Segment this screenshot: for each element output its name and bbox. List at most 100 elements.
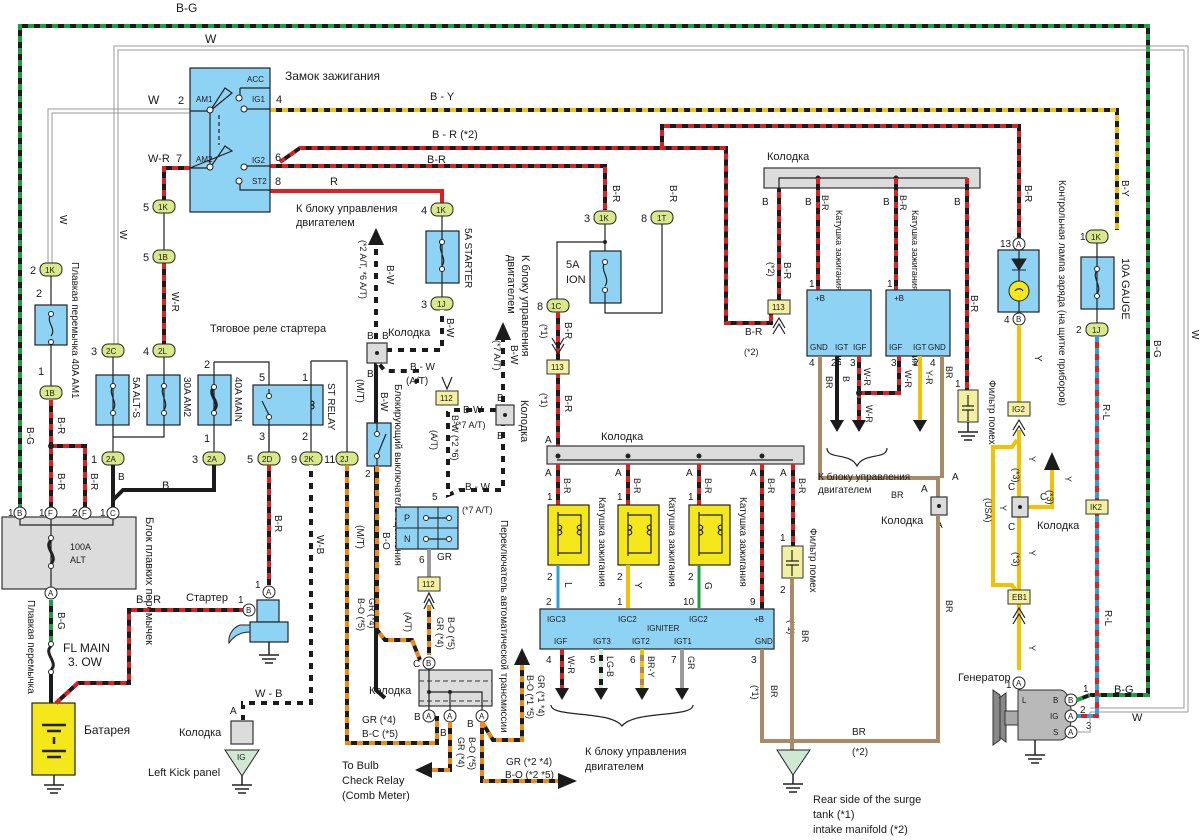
to-ecu-label-1a: К блоку управления	[296, 203, 397, 215]
diagram-label: EB1	[1012, 593, 1028, 602]
diagram-shape	[42, 723, 66, 759]
diagram-label: 3	[192, 454, 198, 466]
wire-to-bulb-check	[430, 722, 452, 772]
diagram-label: B	[1068, 696, 1073, 705]
diagram-label: B	[367, 331, 374, 342]
diagram-label: 1J	[1092, 326, 1100, 335]
wire-label: (*7 A/T)	[455, 420, 486, 430]
pin-acc: ACC	[247, 75, 264, 84]
top-right-connector-bar	[763, 167, 981, 189]
coil-connector-bar	[546, 445, 805, 465]
wire-label: B-R	[968, 295, 979, 312]
wire-label: B - Y	[430, 91, 455, 103]
pin-label: A	[750, 468, 757, 479]
wire-label: B-Y	[1119, 180, 1130, 197]
wire-label: B-R	[1022, 185, 1033, 202]
wire-label: BR	[944, 366, 954, 379]
diagram-shape	[555, 453, 561, 459]
diagram-label: 1	[100, 508, 106, 519]
junction-connector-1: B B B	[366, 331, 389, 380]
diagram-label: 1	[255, 580, 261, 591]
junction-connector-2: B B	[495, 393, 515, 442]
diagram-shape	[423, 591, 435, 610]
wire-label: B-R	[88, 473, 99, 490]
fuse-10a-gauge	[1080, 243, 1115, 323]
diagram-label: A	[479, 712, 485, 721]
diagram-shape	[311, 360, 348, 455]
connector-2c: 2C 3	[91, 343, 125, 358]
diagram-shape	[376, 310, 444, 352]
coil-module-1-label: Катушка зажигания и блок зажигания	[834, 210, 844, 366]
diagram-shape	[480, 722, 560, 783]
noise-filter-1	[781, 545, 804, 579]
diagram-label: GND	[928, 343, 946, 352]
diagram-label: A	[1068, 728, 1074, 737]
diagram-shape	[235, 94, 243, 102]
diagram-label: 8	[641, 213, 647, 225]
wire-label: GR (*4)	[367, 598, 377, 629]
pin-label: A	[48, 589, 54, 598]
diagram-label: A	[1068, 712, 1074, 721]
diagram-shape	[366, 422, 392, 467]
junction-connector-2-label: Колодка	[518, 400, 530, 443]
diagram-label: B	[382, 331, 389, 342]
fl-main-label: FL MAIN	[63, 641, 110, 655]
diagram-label: 5	[247, 454, 253, 466]
diagram-label: 112	[440, 394, 453, 403]
wire-label: B-G	[24, 427, 35, 445]
wire-label: B - R	[136, 594, 161, 606]
fuse-starter-label: 5A STARTER	[462, 228, 473, 288]
connector-1k-wr: 1K 5 1B 5	[143, 199, 176, 264]
wire-w-r-igf	[857, 356, 901, 420]
diagram-shape	[1094, 243, 1100, 323]
diagram-label: 2	[913, 358, 919, 369]
arrow-down-icon	[830, 420, 844, 432]
diagram-shape	[256, 599, 280, 623]
wire-label: B	[841, 376, 851, 382]
fuse-gauge-label: 10A GAUGE	[1119, 258, 1131, 320]
diagram-shape	[235, 177, 243, 185]
wire-label: W-R	[566, 656, 576, 674]
to-ecu-label-3a: К блоку управления	[818, 471, 910, 483]
diagram-label: 1	[8, 508, 14, 519]
diagram-label: 3	[850, 358, 856, 369]
junction-connector-y	[1011, 496, 1029, 518]
diagram-shape	[557, 512, 582, 556]
wire-b-o-2j	[345, 465, 439, 745]
fl-main-value: 3. OW	[68, 655, 103, 669]
wire-label: B-G	[55, 612, 66, 630]
connector-2l: 2L 4	[143, 343, 176, 358]
wire-label: BR	[944, 600, 954, 613]
connector-1t: 1T 8	[641, 210, 674, 225]
diagram-shape	[110, 383, 116, 389]
diagram-shape	[47, 538, 55, 566]
pin-number: 6	[630, 655, 636, 666]
diagram-shape	[602, 259, 608, 265]
pin-number: 3	[751, 655, 757, 666]
diagram-label: 2C	[106, 347, 116, 356]
diagram-shape	[448, 690, 452, 694]
diagram-shape	[430, 722, 452, 772]
diagram-label: IGF	[853, 343, 866, 352]
wire-y-charge	[991, 325, 1054, 670]
diagram-label: 2D	[262, 455, 272, 464]
connector-1k-3: 1K 3	[584, 210, 617, 225]
diagram-shape	[696, 453, 702, 459]
diagram-label: 5	[143, 202, 149, 214]
wire-label: B-W	[508, 345, 519, 365]
diagram-label: 1C	[551, 302, 561, 311]
diagram-label: 5	[143, 252, 149, 264]
fuse-alt-s-label: 5A ALT-S	[130, 377, 141, 418]
diagram-label: 2	[547, 572, 553, 583]
diagram-shape	[617, 504, 660, 566]
wire-w-r	[162, 166, 190, 345]
pin-label: C	[1008, 522, 1015, 533]
diagram-label: 3	[891, 358, 897, 369]
diagram-label: A	[266, 588, 272, 597]
diagram-shape	[441, 376, 453, 391]
pin-number: 13	[1000, 239, 1012, 250]
brace-icon	[550, 704, 694, 727]
fuse-ion-label-b: ION	[566, 274, 586, 286]
wire-label: R	[330, 176, 338, 188]
